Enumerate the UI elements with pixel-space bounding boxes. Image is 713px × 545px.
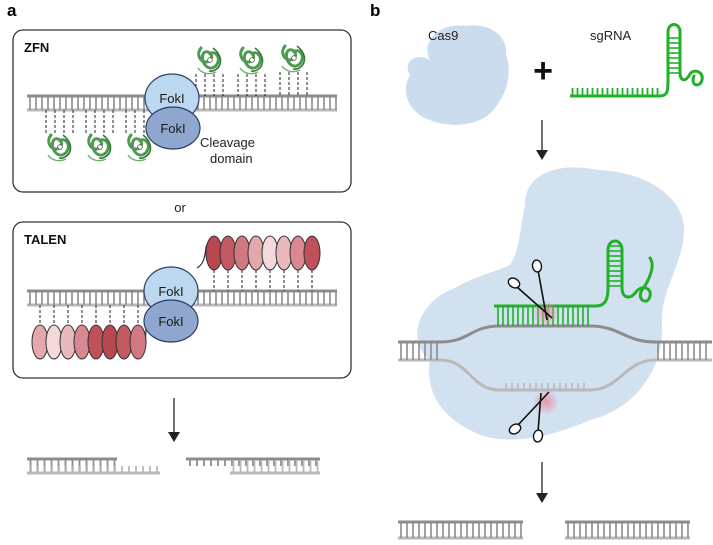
down-arrow-b2 (536, 462, 548, 503)
zfn-title: ZFN (24, 40, 49, 55)
cleavage-label-line2: domain (210, 151, 253, 166)
cut-site-glow-bottom (533, 389, 559, 415)
talen-foki-bottom: FokI (143, 299, 199, 343)
talen-box: TALEN FokI FokI (12, 221, 352, 379)
zfn-foki-bottom: FokI (145, 106, 201, 150)
tale-repeat (303, 235, 321, 271)
cut-dna-a (27, 457, 320, 475)
cleavage-label-line1: Cleavage (200, 135, 255, 150)
sgrna-label: sgRNA (590, 28, 632, 43)
panel-letter-a: a (7, 1, 17, 20)
scissors-icon-top (507, 259, 553, 321)
dna-strand (439, 324, 656, 344)
svg-text:FokI: FokI (158, 314, 183, 329)
scissors-icon-bottom (508, 391, 550, 443)
or-label: or (174, 200, 186, 215)
zfn-zinc-fingers (45, 44, 308, 163)
zfn-box: ZFN FokI FokI Cleavage domain (12, 29, 352, 193)
svg-text:FokI: FokI (159, 91, 184, 106)
svg-text:FokI: FokI (160, 121, 185, 136)
cas9-protein (405, 25, 509, 125)
down-arrow-b1 (536, 120, 548, 160)
cut-dna-b (398, 520, 690, 540)
sgrna-backbone (658, 23, 704, 98)
tale-repeat (129, 324, 147, 360)
tale-repeats (31, 235, 321, 360)
talen-title: TALEN (24, 232, 66, 247)
panel-letter-b: b (370, 1, 380, 20)
svg-text:FokI: FokI (158, 284, 183, 299)
plus-sign: + (533, 52, 553, 90)
cas9-label: Cas9 (428, 28, 458, 43)
sgrna-molecule (570, 23, 704, 98)
down-arrow-a (168, 398, 180, 442)
